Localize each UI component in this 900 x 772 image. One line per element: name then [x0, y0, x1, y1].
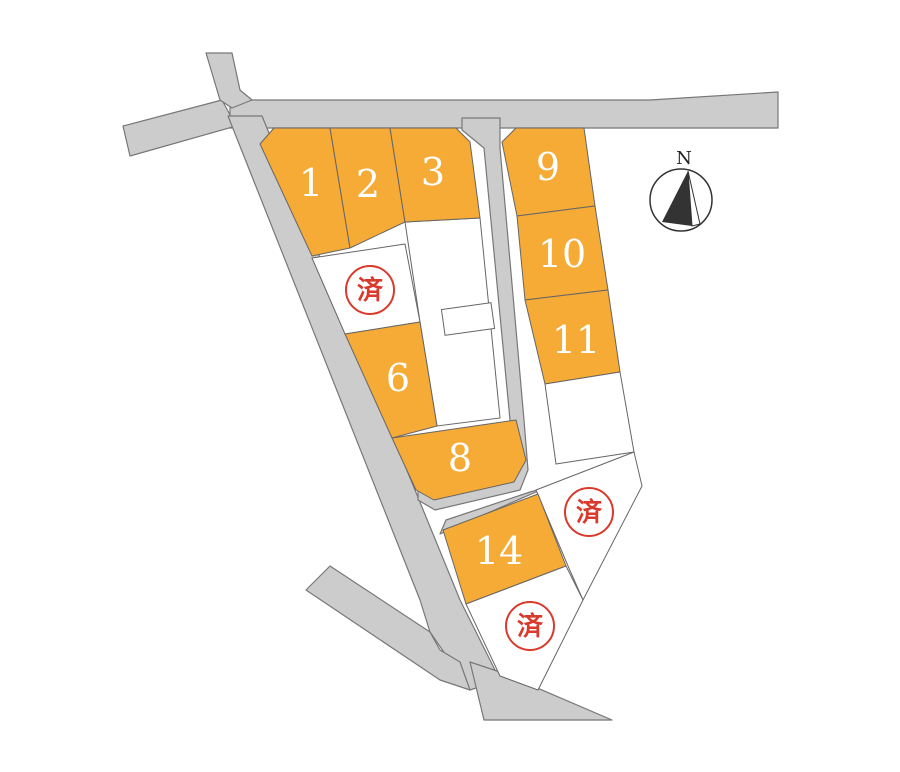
lot-11-label: 11	[552, 318, 600, 362]
lot-9[interactable]	[501, 127, 596, 217]
lot-9-label: 9	[536, 145, 560, 189]
lot-3[interactable]	[389, 127, 481, 223]
road-top	[229, 91, 779, 129]
sold-mark-bottom: 済	[505, 601, 555, 651]
road-inner	[417, 117, 529, 511]
sold-mark-upper: 済	[345, 265, 395, 315]
lot-12[interactable]	[544, 371, 635, 465]
lot-6-label: 6	[386, 356, 410, 400]
lot-6[interactable]	[344, 321, 438, 439]
north-arrow-icon: N	[649, 148, 713, 232]
north-arrow-dark-half	[662, 171, 692, 226]
lot-10-label: 10	[538, 232, 586, 276]
sold-mark-right-text: 済	[576, 497, 603, 528]
sold-mark-upper-text: 済	[357, 275, 384, 306]
small-structure	[440, 302, 496, 336]
sold-mark-right: 済	[564, 487, 614, 537]
lot-1-label: 1	[299, 161, 323, 205]
lot-8-label: 8	[448, 436, 472, 480]
lot-2-label: 2	[356, 162, 380, 206]
lot-14-label: 14	[475, 529, 523, 573]
compass-label: N	[676, 148, 692, 169]
sold-marks: 済 済 済	[345, 265, 614, 651]
north-arrow-light-half	[687, 170, 701, 227]
road-top-stub	[205, 52, 253, 109]
lot-3-label: 3	[421, 150, 445, 194]
road-upper-left	[122, 99, 237, 157]
road-lower-left	[305, 565, 471, 691]
sold-mark-bottom-text: 済	[517, 611, 544, 642]
lot-8[interactable]	[391, 419, 527, 501]
